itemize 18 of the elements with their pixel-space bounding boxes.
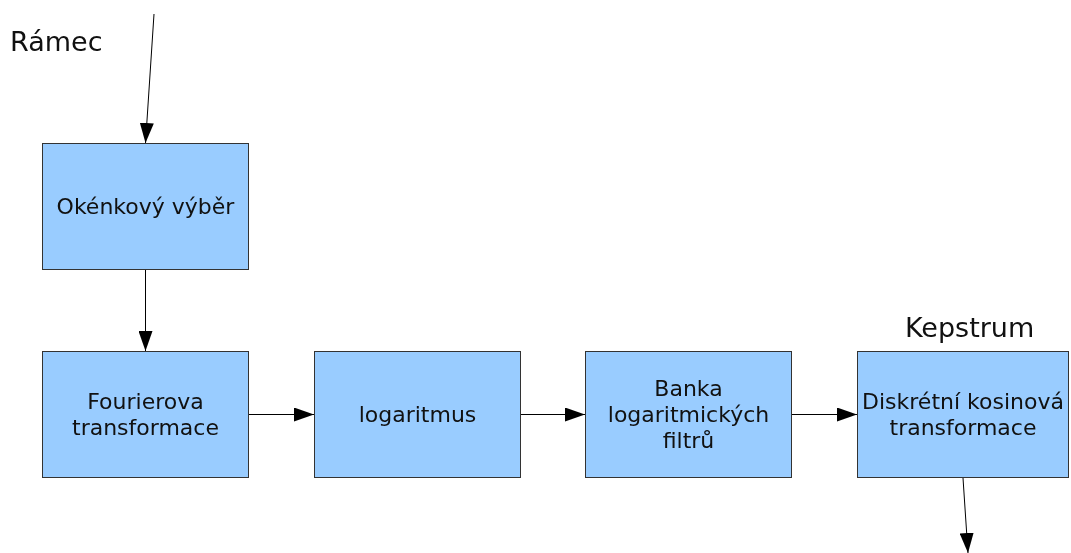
process-box bbox=[42, 143, 249, 270]
process-box bbox=[857, 351, 1069, 478]
process-box bbox=[314, 351, 521, 478]
arrow bbox=[791, 407, 858, 422]
arrow bbox=[248, 407, 315, 422]
arrow bbox=[520, 407, 586, 422]
process-label: logaritmus bbox=[358, 401, 477, 428]
process-label: Fourierova transformace bbox=[71, 388, 220, 441]
process-box bbox=[42, 351, 249, 478]
arrow bbox=[959, 477, 974, 553]
process-label: Diskrétní kosinová transformace bbox=[861, 388, 1065, 441]
input-label: Rámec bbox=[10, 26, 103, 57]
arrow bbox=[138, 269, 153, 352]
output-label: Kepstrum bbox=[905, 312, 1035, 343]
process-label: Okénkový výběr bbox=[56, 193, 235, 220]
arrow bbox=[139, 13, 155, 144]
process-box bbox=[585, 351, 792, 478]
process-label: Banka logaritmických filtrů bbox=[606, 375, 771, 454]
